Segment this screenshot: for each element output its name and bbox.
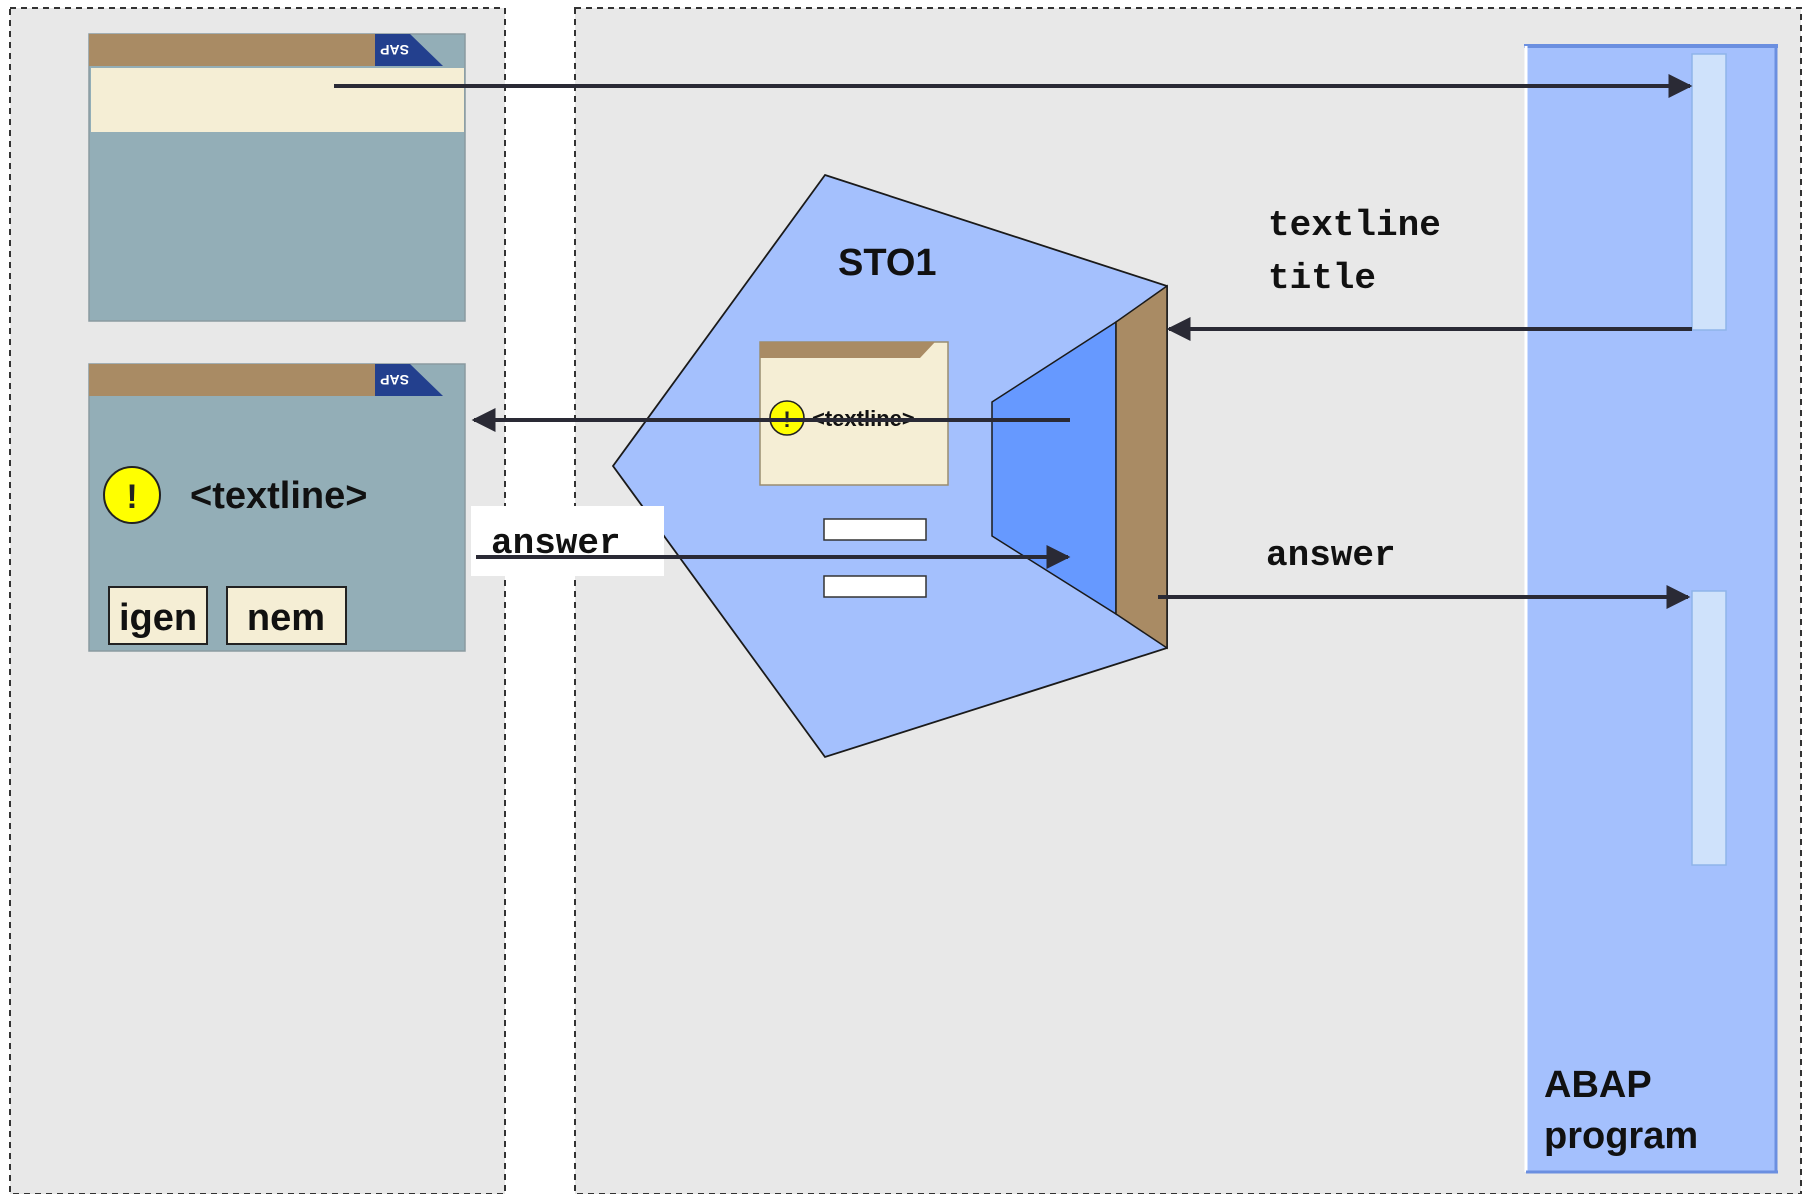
popup-message: <textline> <box>190 475 367 517</box>
screen-side <box>1115 284 1168 650</box>
label-title: title <box>1268 258 1376 299</box>
input-field-1 <box>823 518 927 541</box>
no-button-label: nem <box>247 597 325 639</box>
svg-text:!: ! <box>126 478 137 516</box>
sap-logo-icon: SAP <box>375 34 443 66</box>
yes-button-label: igen <box>119 597 197 639</box>
label-textline: textline <box>1268 205 1441 246</box>
dialog-module: STO1 ! <textline> <box>611 173 1168 759</box>
svg-text:SAP: SAP <box>380 372 409 388</box>
sap-logo-icon: SAP <box>375 364 443 396</box>
yes-button[interactable]: igen <box>108 586 208 645</box>
no-button[interactable]: nem <box>226 586 347 645</box>
program-slot-top <box>1691 53 1727 331</box>
title-bar-field <box>91 68 464 132</box>
label-answer-right: answer <box>1266 535 1396 576</box>
program-label-line2: program <box>1544 1115 1698 1157</box>
program-label-line1: ABAP <box>1544 1064 1652 1106</box>
sap-popup-window: SAP ! <textline> igen nem <box>88 363 466 652</box>
mini-popup: ! <textline> <box>759 341 949 486</box>
abap-program: ABAP program <box>1524 44 1778 1174</box>
program-slot-bottom <box>1691 590 1727 866</box>
warning-icon: ! <box>103 466 161 524</box>
answer-label-bg <box>471 506 664 576</box>
sap-window-top: SAP <box>88 33 466 322</box>
input-field-2 <box>823 575 927 598</box>
svg-text:SAP: SAP <box>380 42 409 58</box>
dialog-name: STO1 <box>838 242 937 284</box>
